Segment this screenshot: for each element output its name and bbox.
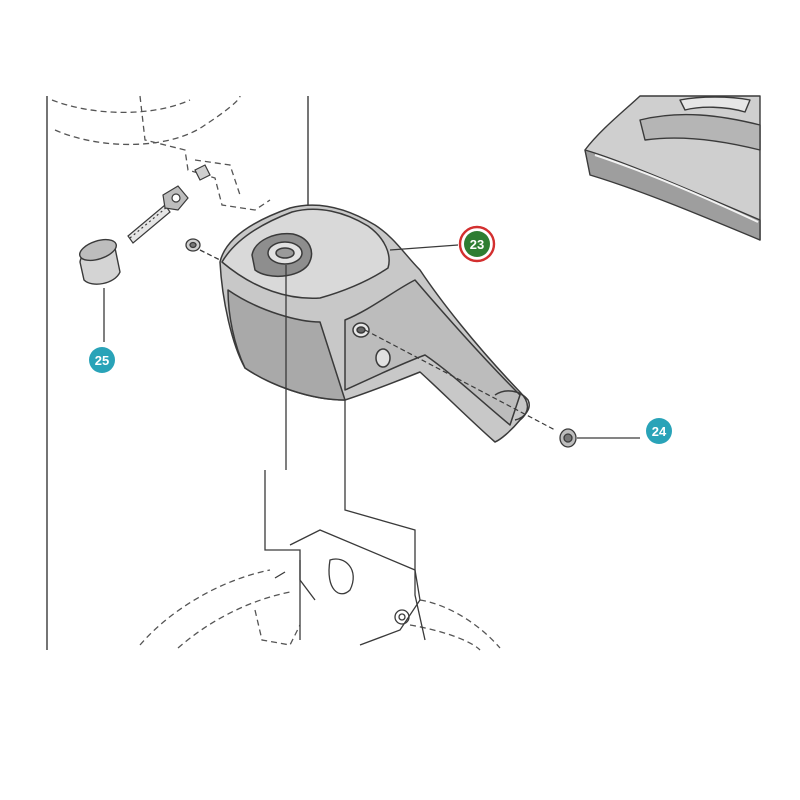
part-24-bolt xyxy=(559,428,640,448)
callout-24[interactable]: 24 xyxy=(646,418,672,444)
background-dashed-outlines xyxy=(51,95,501,651)
callout-25-badge xyxy=(89,347,115,373)
upper-right-panel xyxy=(584,95,761,241)
part-25-cap xyxy=(79,238,121,342)
callout-25[interactable]: 25 xyxy=(89,347,115,373)
lower-bracket xyxy=(264,325,426,646)
callout-24-label: 24 xyxy=(652,424,667,439)
screw-upper xyxy=(127,164,211,244)
callout-23-badge xyxy=(464,231,490,257)
callout-23[interactable]: 23 xyxy=(458,225,496,263)
frame-lines xyxy=(46,96,309,650)
callout-25-label: 25 xyxy=(95,353,109,368)
callout-23-label: 23 xyxy=(470,237,484,252)
part-23-housing xyxy=(219,204,556,470)
callout-24-badge xyxy=(646,418,672,444)
washer-left xyxy=(185,238,241,271)
